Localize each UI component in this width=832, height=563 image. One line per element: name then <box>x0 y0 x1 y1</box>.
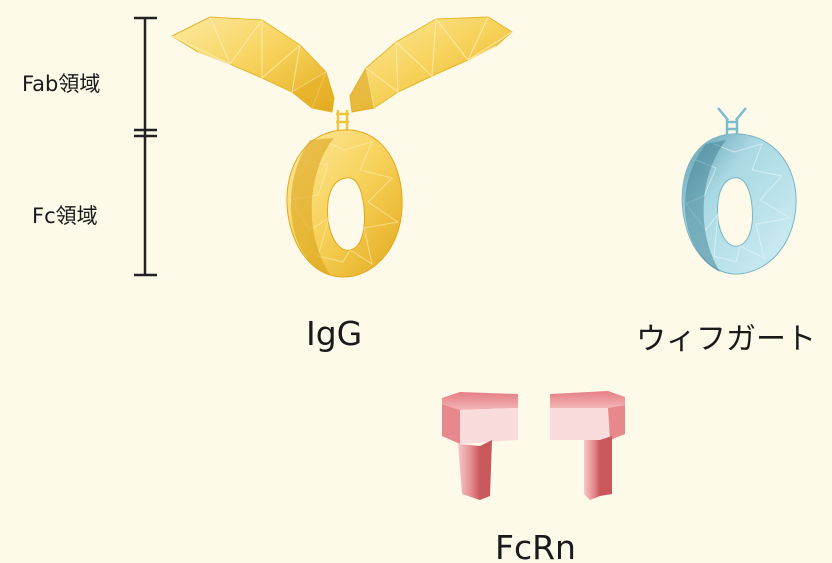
igg-hinge <box>336 110 349 130</box>
wifugart-label: ウィフガート <box>636 314 816 358</box>
wifugart-molecule <box>682 108 796 274</box>
igg-molecule <box>172 17 512 277</box>
fcrn-right-subunit <box>550 391 625 500</box>
fc-region-label: Fc領域 <box>32 200 98 230</box>
wifugart-hinge <box>718 108 746 134</box>
fab-region-label: Fab領域 <box>22 68 100 98</box>
igg-label: IgG <box>306 314 362 353</box>
fcrn-label: FcRn <box>495 528 576 563</box>
region-bracket <box>134 18 157 275</box>
igg-fab-right-arm <box>350 17 512 112</box>
fcrn-left-subunit <box>442 392 518 500</box>
